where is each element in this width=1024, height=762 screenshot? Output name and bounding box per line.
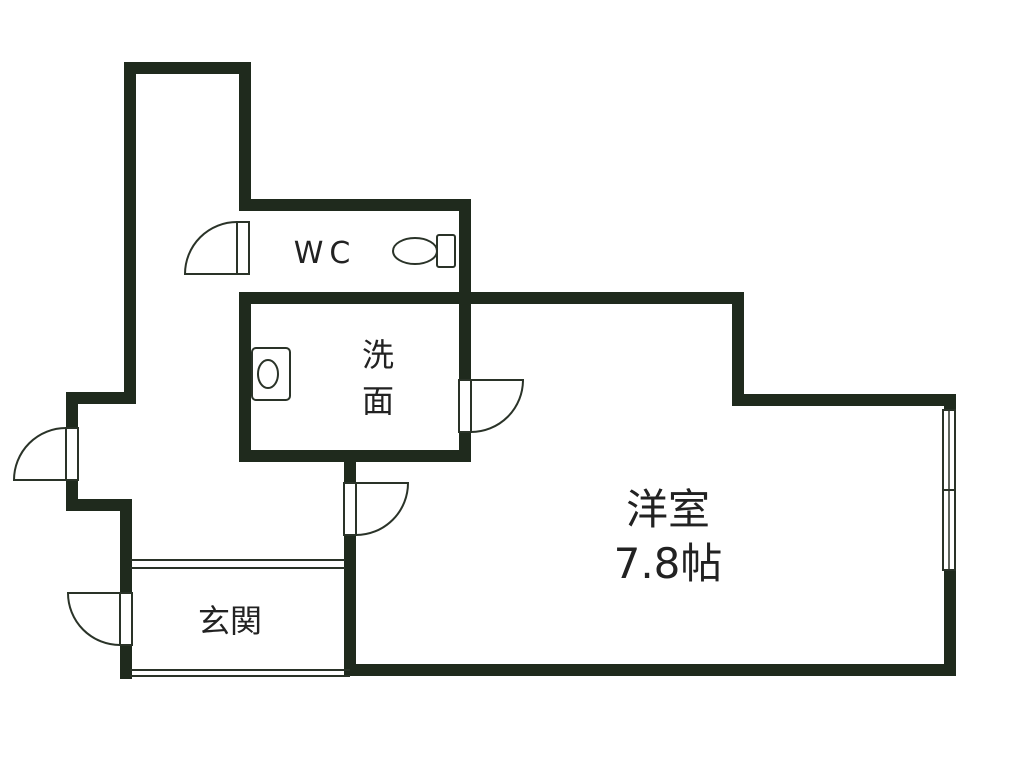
window-icon bbox=[942, 409, 956, 571]
wc-label: WC bbox=[294, 236, 357, 271]
washroom-label-line1: 洗 bbox=[362, 336, 394, 374]
entrance-label: 玄関 bbox=[198, 602, 262, 640]
door-swing-icon bbox=[66, 592, 133, 646]
door-swing-icon bbox=[183, 221, 250, 275]
door-swing-icon bbox=[458, 379, 525, 433]
entrance-bottom-line bbox=[130, 669, 350, 677]
toilet-icon bbox=[392, 234, 456, 268]
door-swing-icon bbox=[343, 482, 410, 536]
western-room-label: 洋室 bbox=[626, 485, 710, 534]
entrance-floor-line bbox=[130, 559, 345, 569]
corridor-left-wall bbox=[66, 62, 136, 679]
washroom-label-line2: 面 bbox=[362, 382, 394, 420]
wc-wall bbox=[239, 199, 471, 304]
sink-icon bbox=[251, 347, 291, 401]
western-room-size: 7.8帖 bbox=[614, 539, 723, 588]
western-room-wall bbox=[344, 292, 956, 676]
corridor-wall bbox=[124, 62, 251, 211]
door-swing-icon bbox=[12, 427, 79, 481]
